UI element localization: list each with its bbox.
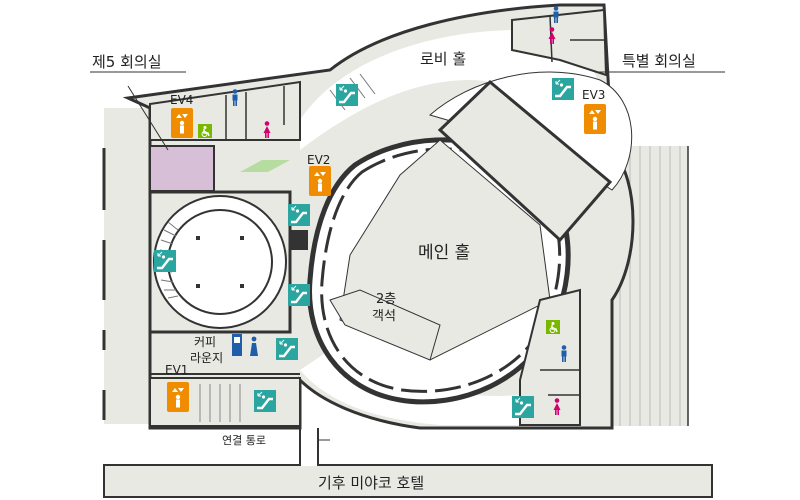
escalator-icon[interactable]	[252, 388, 278, 414]
ev1-label: EV1	[165, 363, 188, 377]
lower-right-rooms	[519, 288, 581, 426]
ramp-stripe	[240, 160, 290, 172]
conference-room-5	[149, 145, 215, 194]
round-room	[148, 190, 292, 334]
hotel-building: 기후 미야코 호텔	[103, 464, 713, 498]
connecting-corridor: 연결 통로	[222, 428, 330, 466]
elevator-ev3[interactable]: EV3	[582, 88, 606, 134]
elevator-icon	[171, 108, 193, 138]
corridor-label: 연결 통로	[222, 434, 266, 447]
elevator-icon	[167, 382, 189, 412]
upper-right-rooms	[511, 8, 608, 77]
elevator-icon	[309, 166, 331, 196]
escalator-icon[interactable]	[274, 336, 300, 362]
special-conference-label: 특별 회의실	[622, 52, 696, 70]
escalator-icon[interactable]	[286, 282, 312, 308]
elevator-ev2[interactable]: EV2	[307, 153, 331, 196]
elevator-ev4[interactable]: EV4	[170, 93, 193, 138]
special-conference-callout: 특별 회의실	[598, 52, 725, 73]
wheelchair-icon	[545, 319, 561, 335]
ev3-label: EV3	[582, 88, 605, 102]
elevator-icon	[584, 104, 606, 134]
escalator-icon[interactable]	[550, 76, 576, 102]
coffee-lounge: 커피 라운지	[190, 334, 258, 365]
vending-machine-icon	[232, 334, 242, 356]
conference-room-5-callout: 제5 회의실	[90, 53, 186, 151]
elevator-ev1[interactable]: EV1	[165, 363, 189, 412]
conference-room-5-label: 제5 회의실	[92, 53, 162, 71]
escalator-icon[interactable]	[510, 394, 536, 420]
main-hall-label: 메인 홀	[418, 243, 470, 263]
escalator-icon[interactable]	[286, 202, 312, 228]
balcony-label-line1: 2층	[376, 292, 396, 307]
left-outer-area	[102, 108, 150, 424]
wheelchair-icon	[197, 123, 213, 139]
hotel-label: 기후 미야코 호텔	[318, 474, 424, 492]
coffee-lounge-label-line1: 커피	[194, 335, 216, 349]
lobby-hall-label: 로비 홀	[420, 50, 466, 68]
right-stepped-area	[612, 146, 689, 426]
escalator-icon[interactable]	[152, 248, 178, 274]
escalator-icon[interactable]	[334, 82, 360, 108]
coffee-lounge-label-line2: 라운지	[190, 351, 223, 365]
main-hall: 메인 홀 2층 객석	[307, 79, 613, 405]
balcony-label-line2: 객석	[372, 309, 396, 324]
ev4-label: EV4	[170, 93, 193, 107]
ev2-label: EV2	[307, 153, 330, 167]
